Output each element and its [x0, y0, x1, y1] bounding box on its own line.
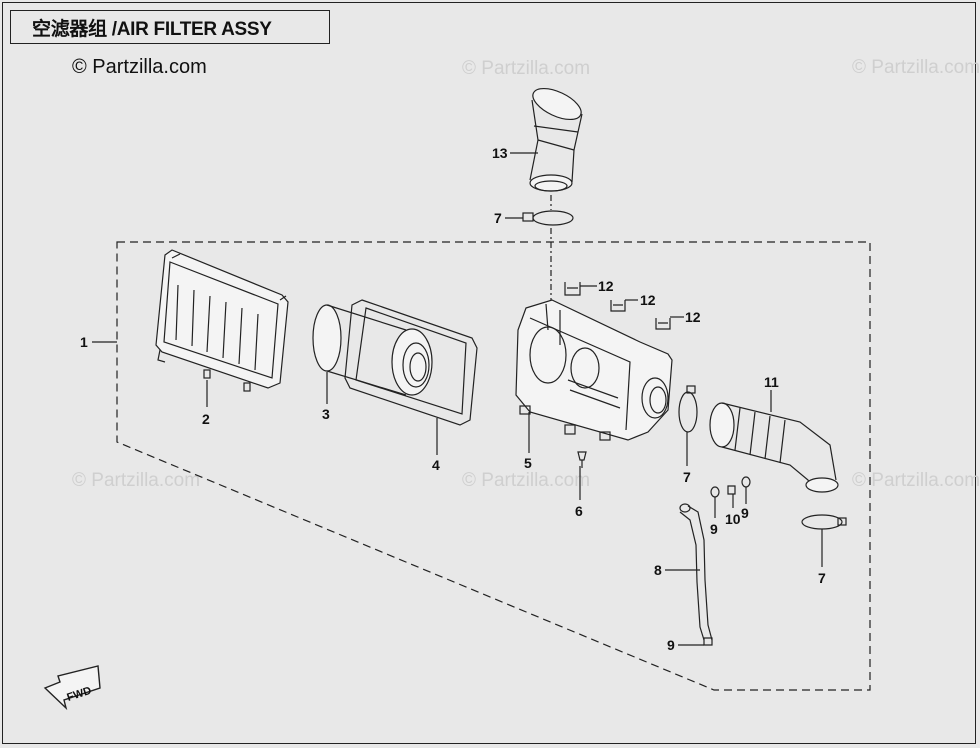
callout-6: 6	[575, 503, 583, 519]
callout-12: 12	[640, 292, 656, 308]
fitting-10	[727, 485, 736, 495]
callout-12: 12	[685, 309, 701, 325]
diagram-title: 空滤器组 /AIR FILTER ASSY	[32, 19, 272, 40]
clamp-screw	[522, 212, 534, 222]
part-12-clips	[564, 282, 671, 330]
callout-8: 8	[654, 562, 662, 578]
callout-7: 7	[818, 570, 826, 586]
callout-4: 4	[432, 457, 440, 473]
clamp-right	[801, 514, 843, 530]
part-2-cover	[155, 249, 289, 392]
watermark-text: © Partzilla.com	[72, 470, 201, 491]
fitting-9	[710, 486, 720, 498]
assembly-boundary	[116, 241, 871, 691]
part-6-screw	[577, 451, 587, 468]
part-3-filter-element	[312, 304, 433, 396]
fitting-9	[741, 476, 751, 488]
watermark-text: © Partzilla.com	[852, 57, 980, 78]
clamp-top	[532, 210, 574, 226]
callout-9: 9	[741, 505, 749, 521]
callout-2: 2	[202, 411, 210, 427]
part-4-gasket	[344, 299, 478, 426]
callout-5: 5	[524, 455, 532, 471]
callout-10: 10	[725, 511, 741, 527]
callout-1: 1	[80, 334, 88, 350]
callout-12: 12	[598, 278, 614, 294]
part-11-outlet-duct	[709, 402, 839, 493]
callout-9: 9	[667, 637, 675, 653]
callout-3: 3	[322, 406, 330, 422]
title-box	[10, 10, 330, 44]
callout-7: 7	[683, 469, 691, 485]
callout-13: 13	[492, 145, 508, 161]
leader-lines	[92, 152, 823, 646]
part-5-airbox-body	[515, 299, 673, 441]
watermark-text: © Partzilla.com	[852, 470, 980, 491]
watermark-text: © Partzilla.com	[462, 470, 591, 491]
clamp-middle	[678, 391, 698, 433]
callout-7: 7	[494, 210, 502, 226]
watermark-text: © Partzilla.com	[462, 58, 591, 79]
part-13-intake-duct	[529, 87, 583, 192]
callout-9: 9	[710, 521, 718, 537]
part-8-drain-hose	[679, 503, 713, 641]
copyright-text: © Partzilla.com	[72, 56, 207, 78]
fitting-9-bottom	[703, 637, 713, 646]
callout-11: 11	[764, 374, 779, 390]
fwd-arrow-icon	[43, 665, 101, 711]
